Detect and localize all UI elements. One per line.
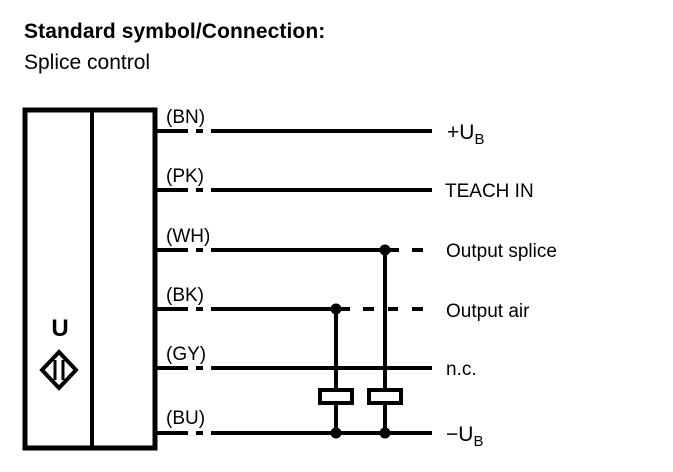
function-text: +U xyxy=(447,121,474,144)
sensor-letter: U xyxy=(51,315,68,342)
wire-color-label: (GY) xyxy=(166,344,206,365)
wire-function-label: Output splice xyxy=(446,241,557,262)
wire-color-label: (BK) xyxy=(166,285,204,306)
diagram-subtitle: Splice control xyxy=(24,51,151,74)
wire-color-label: (BN) xyxy=(166,107,205,128)
load-output-splice xyxy=(367,244,403,439)
wire-color-label: (WH) xyxy=(166,226,210,247)
load-resistor xyxy=(318,388,354,405)
inductive-sensor-diamond-icon xyxy=(39,349,79,391)
junction-dot xyxy=(330,427,342,439)
junction-dot xyxy=(379,244,391,256)
load-output-air xyxy=(318,303,354,439)
function-text: −U xyxy=(446,423,473,446)
wire-color-label: (PK) xyxy=(166,166,204,187)
junction-dot xyxy=(330,303,342,315)
function-subscript: B xyxy=(474,131,484,148)
wire-function-label: +UB xyxy=(447,121,484,148)
wire-function-label: Output air xyxy=(446,301,530,322)
function-subscript: B xyxy=(473,433,483,450)
wire-function-label: n.c. xyxy=(446,359,477,380)
wire-color-label: (BU) xyxy=(166,408,205,429)
wire-function-label: TEACH IN xyxy=(445,181,534,202)
wire-function-label: −UB xyxy=(446,423,483,450)
diagram-title: Standard symbol/Connection: xyxy=(24,20,326,43)
junction-dot xyxy=(379,427,391,439)
load-resistor xyxy=(367,388,403,405)
